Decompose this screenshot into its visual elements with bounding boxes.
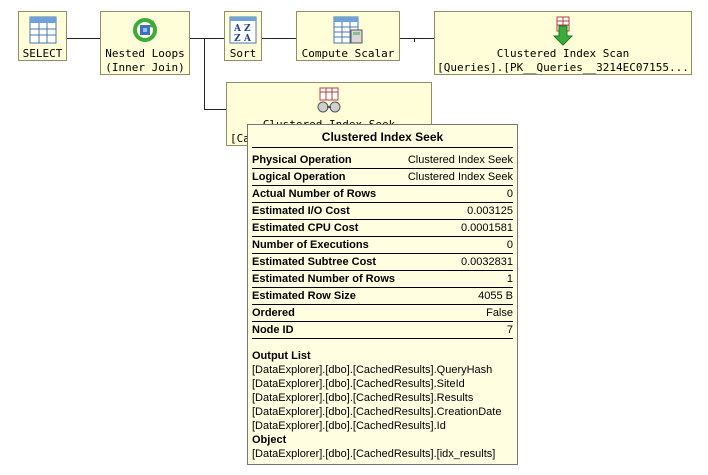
output-list-item: [DataExplorer].[dbo].[CachedResults].Id [252, 420, 446, 432]
property-value: 7 [506, 324, 513, 336]
connector [204, 109, 226, 110]
property-value: 1 [506, 273, 513, 285]
plan-node-clustered-index-scan[interactable]: Clustered Index Scan [Queries].[PK__Quer… [434, 11, 692, 75]
property-value: 0.0001581 [461, 222, 513, 234]
index-scan-icon [552, 16, 574, 46]
property-key: Node ID [252, 324, 294, 336]
property-key: Estimated CPU Cost [252, 222, 359, 234]
node-sublabel: [Queries].[PK__Queries__3214EC07155... [437, 61, 689, 74]
svg-text:Z: Z [244, 24, 251, 34]
connector [400, 38, 434, 39]
tooltip-property-row: Estimated I/O Cost 0.003125 [252, 203, 513, 220]
node-label: Clustered Index Scan [496, 47, 630, 60]
property-key: Actual Number of Rows [252, 188, 377, 200]
connector [190, 38, 224, 39]
tooltip-property-row: Node ID 7 [252, 322, 513, 339]
connector [262, 38, 296, 39]
output-list-item: [DataExplorer].[dbo].[CachedResults].Sit… [252, 378, 465, 390]
node-sublabel: (Inner Join) [105, 61, 185, 74]
divider [252, 147, 513, 148]
connector [67, 38, 100, 39]
node-label: Compute Scalar [301, 47, 395, 60]
svg-text:Z: Z [234, 34, 241, 44]
tooltip-property-row: Number of Executions 0 [252, 237, 513, 254]
operator-tooltip: Clustered Index Seek Physical Operation … [247, 124, 518, 465]
node-label: Nested Loops [105, 47, 185, 60]
table-grid-icon [29, 16, 56, 44]
property-value: 0.003125 [467, 205, 513, 217]
property-key: Estimated Subtree Cost [252, 256, 377, 268]
node-label: Sort [229, 47, 257, 60]
property-key: Number of Executions [252, 239, 369, 251]
property-key: Estimated I/O Cost [252, 205, 350, 217]
tooltip-property-row: Estimated Subtree Cost 0.0032831 [252, 254, 513, 271]
property-value: Clustered Index Seek [407, 154, 513, 166]
tooltip-property-row: Logical Operation Clustered Index Seek [252, 169, 513, 186]
property-value: 0.0032831 [461, 256, 513, 268]
sort-az-icon: A Z Z A [229, 16, 257, 44]
property-value: Clustered Index Seek [407, 171, 513, 183]
plan-node-compute-scalar[interactable]: Compute Scalar [296, 11, 400, 61]
object-header: Object [252, 434, 287, 446]
output-list-item: [DataExplorer].[dbo].[CachedResults].Que… [252, 364, 493, 376]
property-value: False [486, 307, 513, 319]
plan-node-sort[interactable]: A Z Z A Sort [224, 11, 262, 61]
plan-node-nested-loops[interactable]: Nested Loops (Inner Join) [100, 11, 190, 75]
property-key: Physical Operation [252, 154, 352, 166]
nested-loops-icon [133, 18, 157, 42]
property-key: Estimated Number of Rows [252, 273, 396, 285]
node-label: SELECT [22, 47, 63, 60]
property-value: 4055 B [478, 290, 513, 302]
tooltip-property-row: Actual Number of Rows 0 [252, 186, 513, 203]
tooltip-title: Clustered Index Seek [321, 130, 444, 144]
property-key: Estimated Row Size [252, 290, 356, 302]
tooltip-property-row: Estimated Row Size 4055 B [252, 288, 513, 305]
calculator-grid-icon [333, 16, 363, 44]
property-key: Ordered [252, 307, 295, 319]
plan-node-select[interactable]: SELECT [18, 11, 67, 61]
output-list-item: [DataExplorer].[dbo].[CachedResults].Res… [252, 392, 474, 404]
tooltip-property-row: Physical Operation Clustered Index Seek [252, 152, 513, 169]
tooltip-property-row: Estimated CPU Cost 0.0001581 [252, 220, 513, 237]
property-value: 0 [506, 239, 513, 251]
svg-text:A: A [243, 34, 252, 44]
tooltip-property-row: Ordered False [252, 305, 513, 322]
property-value: 0 [506, 188, 513, 200]
node-sublabel: [Ca [230, 132, 250, 145]
output-list-header: Output List [252, 350, 311, 362]
connector [204, 38, 205, 109]
svg-text:A: A [233, 24, 242, 34]
output-list-item: [DataExplorer].[dbo].[CachedResults].Cre… [252, 406, 502, 418]
index-seek-icon [317, 87, 341, 113]
object-value: [DataExplorer].[dbo].[CachedResults].[id… [252, 448, 496, 460]
property-key: Logical Operation [252, 171, 346, 183]
connector [414, 38, 415, 42]
tooltip-property-row: Estimated Number of Rows 1 [252, 271, 513, 288]
